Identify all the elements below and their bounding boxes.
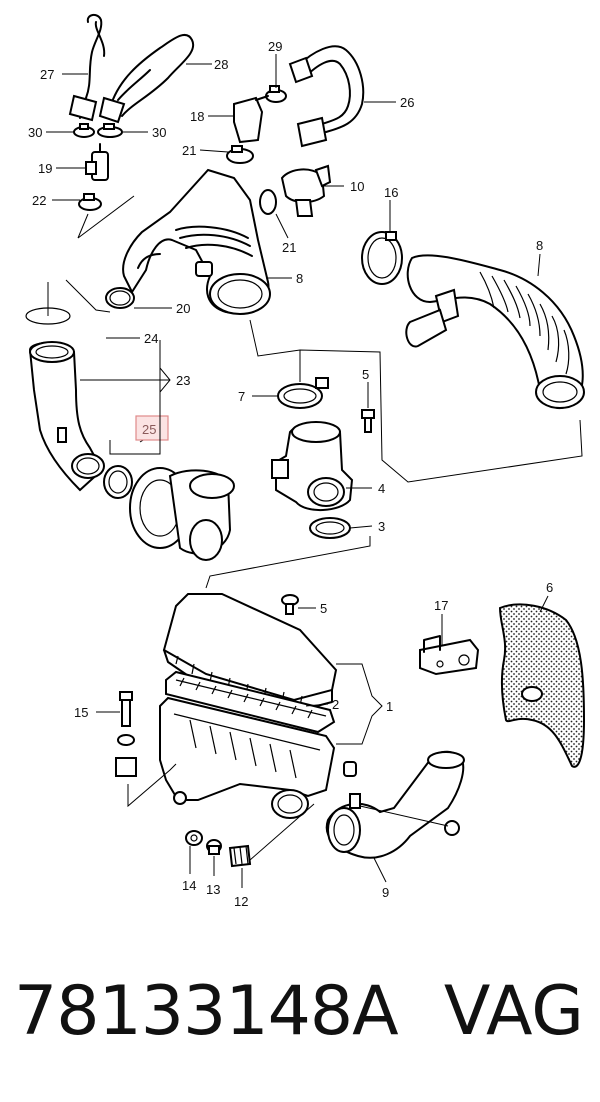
callout-25: 25	[142, 422, 156, 437]
callout-7: 7	[238, 389, 245, 404]
parts-diagram: 27 28 29 26 18 30 30 21 19 10 22 16 21 8…	[25, 14, 586, 909]
callout-5-top: 5	[362, 367, 369, 382]
callout-29: 29	[268, 39, 282, 54]
part-17-bracket	[419, 635, 480, 676]
part-21-clamp-top	[226, 145, 254, 164]
callout-17: 17	[434, 598, 448, 613]
part-16-clamp	[361, 231, 403, 285]
callout-30-left: 30	[28, 125, 42, 140]
callout-19: 19	[38, 161, 52, 176]
part-5-bolt-top	[361, 409, 375, 433]
callout-9: 9	[382, 885, 389, 900]
callout-18: 18	[190, 109, 204, 124]
part-28-hose	[98, 34, 195, 124]
callout-20: 20	[176, 301, 190, 316]
part-10-connector	[280, 164, 332, 217]
callout-16: 16	[384, 185, 398, 200]
callout-8-right: 8	[536, 238, 543, 253]
callout-13: 13	[206, 882, 220, 897]
callout-3: 3	[378, 519, 385, 534]
part-20-o-ring	[105, 287, 135, 309]
part-30-clamp-right	[97, 123, 123, 138]
part-3-gasket	[309, 517, 351, 539]
callout-4: 4	[378, 481, 385, 496]
turbo-housing	[129, 467, 235, 561]
callout-27: 27	[40, 67, 54, 82]
callout-8-center: 8	[296, 271, 303, 286]
brand-label: VAG	[443, 972, 584, 1051]
callout-12: 12	[234, 894, 248, 909]
part-26-hose	[288, 45, 365, 148]
part-29-clamp	[265, 85, 287, 103]
callout-23: 23	[176, 373, 190, 388]
callout-28: 28	[214, 57, 228, 72]
part-4-throttle-body	[271, 421, 354, 512]
callout-21-top: 21	[182, 143, 196, 158]
callout-14: 14	[182, 878, 196, 893]
part-22-clamp	[78, 193, 102, 211]
callout-22: 22	[32, 193, 46, 208]
part-7-clamp	[277, 377, 329, 409]
part-13-bushing	[206, 839, 222, 855]
callout-5-mid: 5	[320, 601, 327, 616]
callout-21-mid: 21	[282, 240, 296, 255]
part-19-valve	[85, 143, 109, 181]
callout-2: 2	[332, 697, 339, 712]
part-23-pipe	[28, 341, 105, 492]
part-30-clamp-left	[73, 123, 95, 138]
part-8-corrugated-hose	[405, 254, 585, 409]
callout-6: 6	[546, 580, 553, 595]
callout-30-right: 30	[152, 125, 166, 140]
part-27-hose	[68, 14, 106, 122]
leader-lines	[46, 54, 549, 888]
part-12-grommet	[228, 844, 252, 868]
callout-1: 1	[386, 699, 393, 714]
part-6-heat-shield	[498, 603, 586, 768]
part-14-washer	[185, 830, 203, 846]
part-number: 78133148A	[14, 972, 399, 1051]
callout-labels: 27 28 29 26 18 30 30 21 19 10 22 16 21 8…	[28, 39, 553, 909]
part-15-bolt	[115, 691, 137, 777]
part-21-clamp-mid	[259, 189, 277, 215]
highlight-box-25	[135, 415, 169, 441]
callout-26: 26	[400, 95, 414, 110]
part-1-air-filter-box	[159, 593, 357, 819]
callout-15: 15	[74, 705, 88, 720]
callout-24: 24	[144, 331, 158, 346]
part-18-fitting	[233, 95, 269, 144]
callout-10: 10	[350, 179, 364, 194]
part-8-intake-hose	[122, 168, 271, 315]
part-25-o-ring	[103, 465, 133, 499]
part-9-intake-elbow	[325, 750, 465, 859]
part-5-screw-mid	[281, 594, 299, 615]
assembly-lines	[47, 195, 583, 861]
